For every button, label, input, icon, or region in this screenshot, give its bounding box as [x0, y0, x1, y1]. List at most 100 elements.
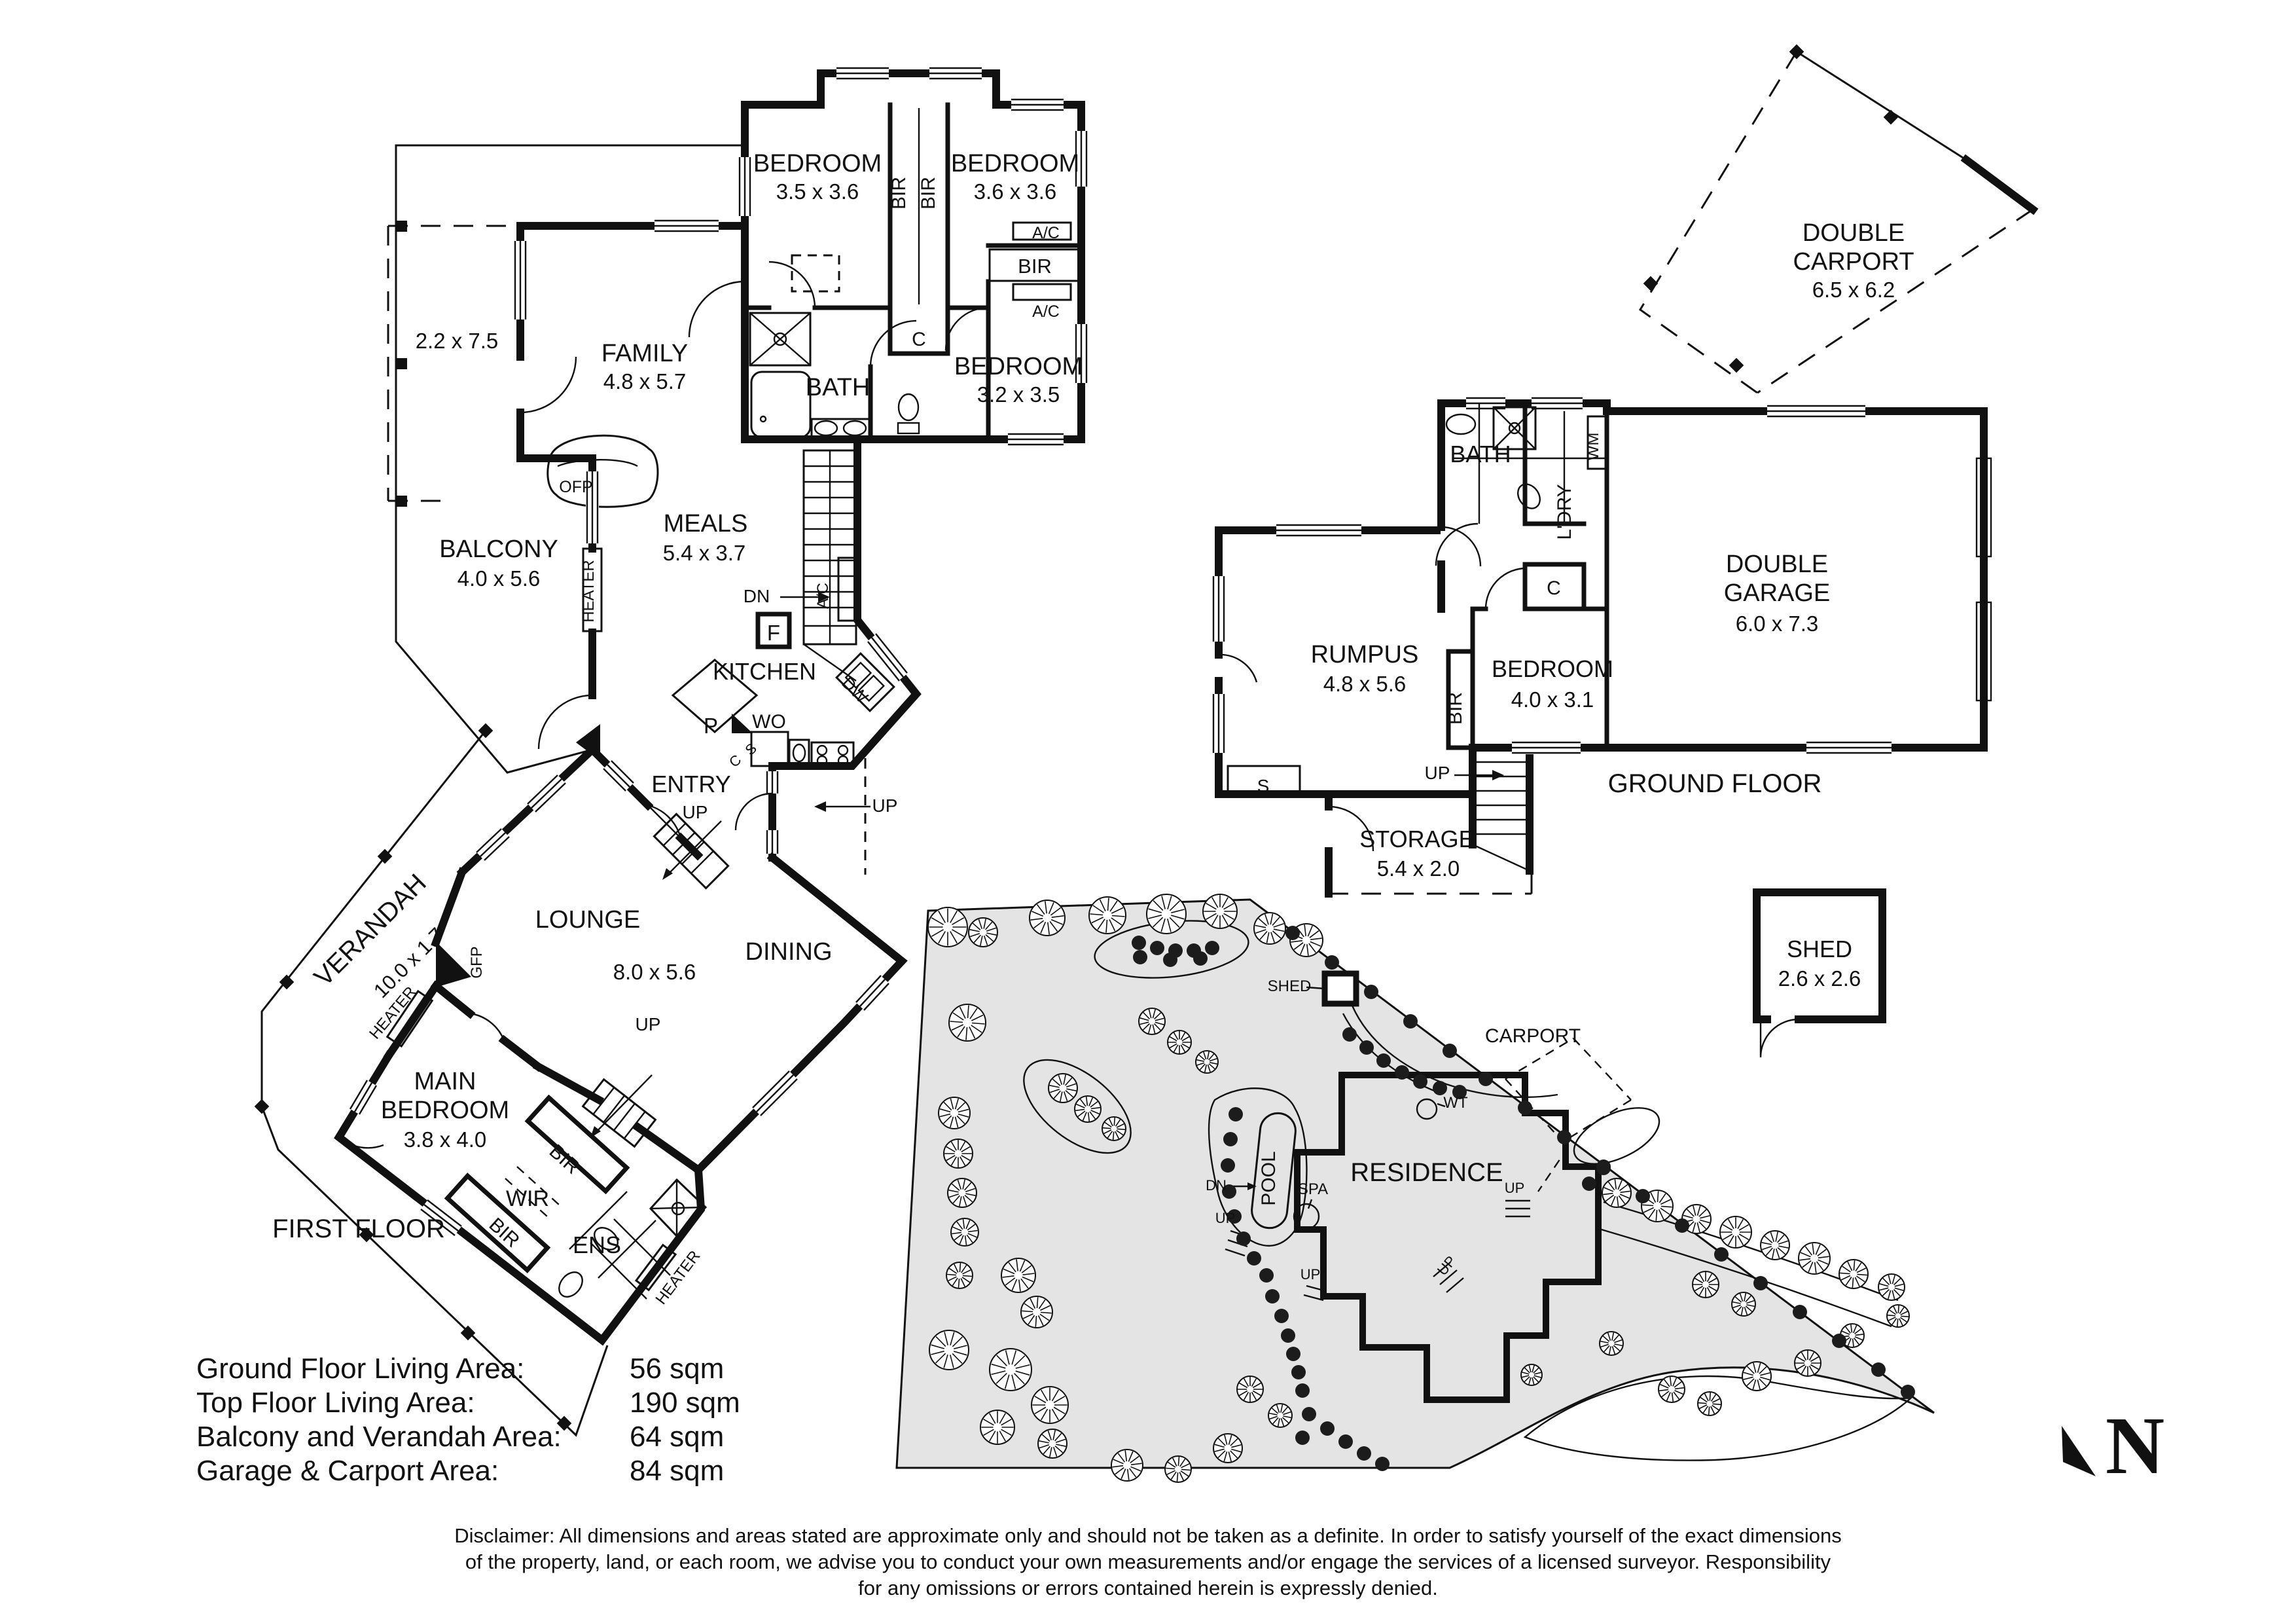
- dim-bedroom2: 3.6 x 3.6: [974, 179, 1057, 204]
- basin: [594, 1227, 619, 1250]
- tree-icon: [1886, 1304, 1910, 1328]
- closet-label-bir: BIR: [1018, 255, 1052, 278]
- plan-geometry: [1268, 1403, 1293, 1428]
- window-icon: [1466, 397, 1505, 410]
- tree-icon: [1088, 896, 1126, 934]
- area-row-value: 56 sqm: [630, 1353, 724, 1385]
- plan-geometry: [844, 661, 872, 689]
- door-arc: [734, 792, 773, 831]
- door-arc: [537, 694, 593, 750]
- tree-icon: [1520, 1364, 1543, 1386]
- plan-geometry: [1761, 1231, 1789, 1259]
- stair-label-up: UP: [872, 795, 898, 816]
- plan-geometry: [991, 1350, 1030, 1389]
- fridge-box: [755, 611, 792, 649]
- room-label-laundry: L'DRY: [1554, 484, 1575, 539]
- plan-geometry: [527, 775, 566, 812]
- plan-geometry: [1030, 901, 1064, 935]
- wm-unit: [1587, 415, 1607, 470]
- tree-icon: [950, 1218, 979, 1247]
- plan-geometry: [752, 1070, 798, 1116]
- carport-wall: [1960, 154, 2039, 215]
- plan-geometry: [1602, 1178, 1632, 1208]
- up-arrow-head: [814, 801, 826, 812]
- plan-geometry: [867, 633, 908, 682]
- dim-lounge: 8.0 x 5.6: [613, 960, 696, 984]
- shrub-icon: [1403, 1014, 1418, 1029]
- window-icon: [1008, 433, 1064, 446]
- door-arc: [1759, 1018, 1799, 1058]
- plan-geometry: [1887, 1305, 1909, 1327]
- plan-geometry: [1037, 1429, 1067, 1459]
- room-label-main-bedroom: BEDROOM: [381, 1097, 509, 1124]
- dim-roof-area: 2.2 x 7.5: [416, 329, 499, 353]
- gfp-label: GFP: [468, 946, 486, 978]
- plan-title-first-floor: FIRST FLOOR: [272, 1214, 445, 1243]
- plan-geometry: [1600, 1332, 1623, 1355]
- window-icon: [1512, 741, 1581, 754]
- window-icon: [1212, 694, 1225, 753]
- toilet: [558, 1271, 583, 1298]
- closet-label-c: C: [912, 329, 926, 350]
- pantry-label: P: [704, 714, 718, 738]
- room-label-kitchen: KITCHEN: [713, 658, 816, 685]
- site-shrubs: [1132, 926, 1915, 1471]
- shrub-icon: [1443, 1044, 1457, 1058]
- stair-label-up: UP: [636, 1014, 661, 1034]
- basin: [814, 420, 838, 437]
- site-label-up: UP: [1300, 1266, 1321, 1283]
- site-label-dn: DN: [1206, 1177, 1227, 1194]
- plan-geometry: [556, 1415, 572, 1431]
- plan-geometry: [1031, 1386, 1069, 1424]
- room-label-bedroom3: BEDROOM: [954, 353, 1083, 380]
- plan-geometry: [1603, 1179, 1630, 1207]
- shrub-icon: [1133, 950, 1147, 964]
- shrub-icon: [1675, 1218, 1689, 1233]
- plan-geometry: [1212, 694, 1225, 753]
- plan-geometry: [1032, 1387, 1067, 1423]
- tree-icon: [1031, 1386, 1069, 1424]
- fridge-label: F: [767, 621, 780, 645]
- plan-geometry: [478, 723, 493, 739]
- heater-label: HEATER: [580, 560, 598, 623]
- area-row-value: 64 sqm: [630, 1421, 724, 1453]
- tree-icon: [1878, 1273, 1905, 1301]
- shrub-icon: [1265, 1289, 1280, 1304]
- area-row-value: 84 sqm: [630, 1455, 724, 1487]
- shrub-icon: [1753, 1276, 1768, 1290]
- wall-shed: [1753, 888, 1886, 1023]
- plan-geometry: [1029, 900, 1066, 936]
- plan-geometry: [1253, 912, 1286, 945]
- disclaimer-line: of the property, land, or each room, we …: [465, 1550, 1831, 1573]
- tree-icon: [1697, 1391, 1722, 1416]
- plan-geometry: [1020, 1296, 1053, 1328]
- vanity: [810, 418, 872, 439]
- plan-title-ground-floor: GROUND FLOOR: [1608, 769, 1822, 798]
- window-icon: [1276, 524, 1361, 537]
- plan-geometry: [1512, 741, 1581, 754]
- shrub-icon: [1793, 1305, 1807, 1319]
- wall-ground-floor: [1215, 399, 1988, 875]
- shrub-icon: [1302, 1407, 1316, 1421]
- plan-geometry: [938, 1097, 971, 1129]
- shrub-icon: [1291, 1365, 1306, 1379]
- plan-geometry: [980, 1410, 1015, 1445]
- shrub-icon: [1227, 1209, 1242, 1224]
- burner: [837, 755, 849, 767]
- roof-dashed-outline: [387, 225, 520, 502]
- plan-geometry: [1011, 98, 1064, 111]
- tree-icon: [1164, 1455, 1192, 1483]
- shrub-icon: [1342, 1027, 1357, 1042]
- wall-interior-gf: [1470, 401, 1609, 750]
- window-icon: [655, 219, 719, 232]
- window-icon: [1075, 324, 1088, 383]
- shrub-icon: [1223, 1132, 1238, 1146]
- window-icon: [586, 471, 599, 543]
- roof-post: [396, 221, 407, 232]
- tree-icon: [1037, 1429, 1067, 1459]
- dim-balcony: 4.0 x 5.6: [457, 566, 541, 591]
- plan-geometry: [1269, 1404, 1291, 1427]
- plan-geometry: [1002, 1259, 1035, 1292]
- room-label-main-bedroom: MAIN: [414, 1068, 476, 1095]
